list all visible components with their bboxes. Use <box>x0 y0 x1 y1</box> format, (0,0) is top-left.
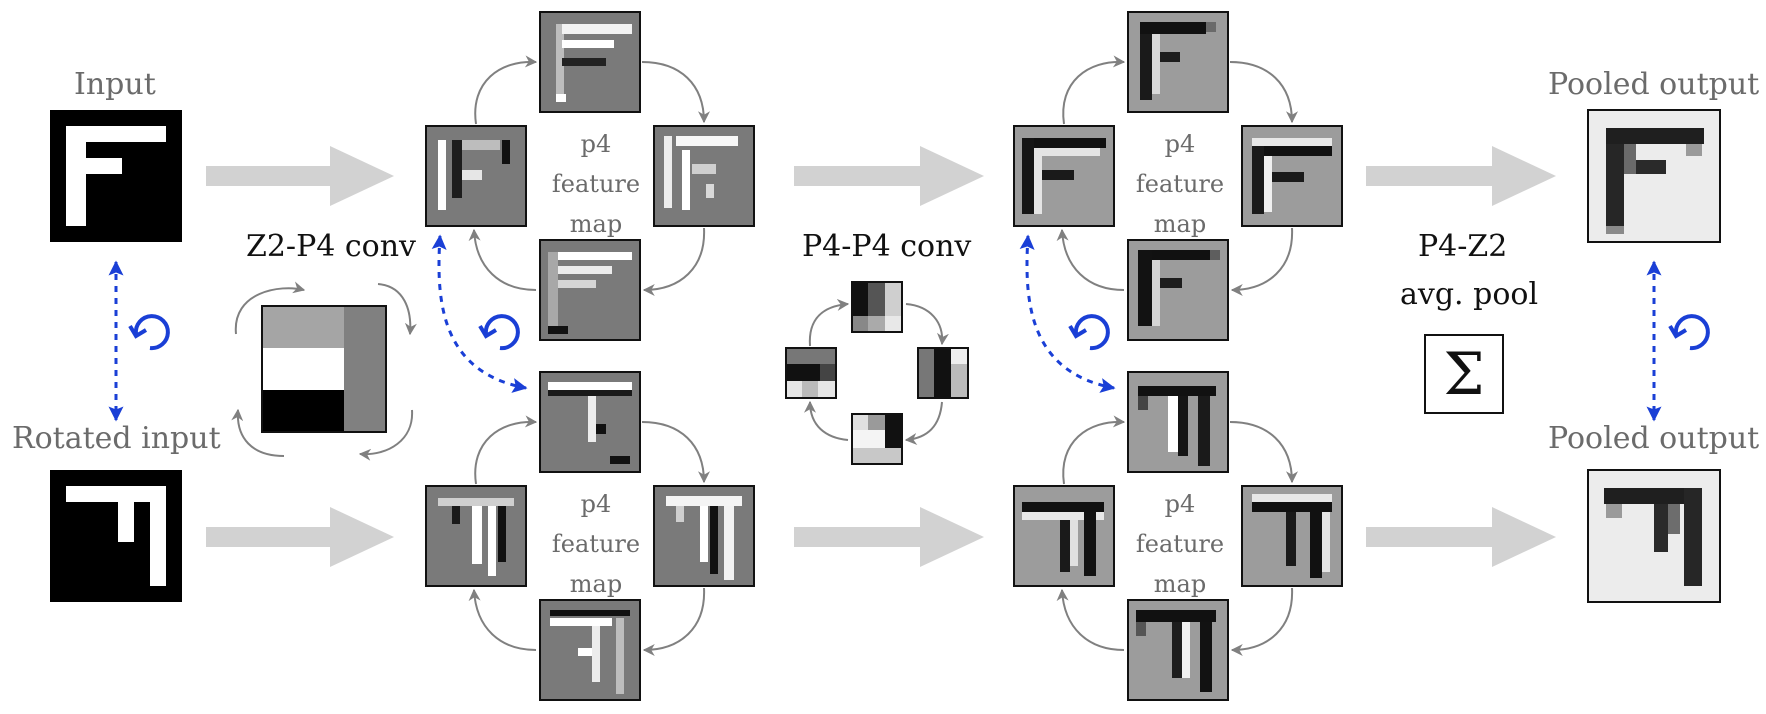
fm4-caption-map: map <box>1153 570 1207 598</box>
fm3-caption-feature: feature <box>1135 170 1225 198</box>
z2-p4-filter <box>261 305 387 433</box>
equivariance-arrow-fm3 <box>1019 234 1116 393</box>
rotated-input-label: Rotated input <box>12 421 221 456</box>
fm4-caption-feature: feature <box>1135 530 1225 558</box>
rotation-icon-3 <box>1068 314 1110 351</box>
feature-map-1 <box>425 11 755 341</box>
feature-map-2 <box>425 371 755 701</box>
pooled-output-bottom-label: Pooled output <box>1548 421 1760 456</box>
fm1-caption-feature: feature <box>551 170 641 198</box>
rotation-icon-4 <box>1668 314 1710 351</box>
sigma-box: Σ <box>1424 334 1504 414</box>
fm4-caption-p4: p4 <box>1164 490 1196 518</box>
rotation-icon-2 <box>478 314 520 351</box>
feature-map-3 <box>1013 11 1343 341</box>
z2-p4-conv-label: Z2-P4 conv <box>246 229 417 264</box>
fm3-caption-p4: p4 <box>1164 130 1196 158</box>
fm2-caption-feature: feature <box>551 530 641 558</box>
fm2-caption-map: map <box>569 570 623 598</box>
p4-p4-conv-label: P4-P4 conv <box>802 229 972 264</box>
pooled-output-top-label: Pooled output <box>1548 67 1760 102</box>
p4-p4-filters <box>785 281 969 465</box>
rotation-icon-1 <box>128 314 170 351</box>
rotated-input-image <box>50 470 182 602</box>
fm1-caption-map: map <box>569 210 623 238</box>
pooled-output-bottom-image <box>1587 469 1721 603</box>
fm3-caption-map: map <box>1153 210 1207 238</box>
equivariance-arrow-fm1 <box>431 234 528 393</box>
z2-p4-cycle <box>231 281 417 461</box>
feature-map-4 <box>1013 371 1343 701</box>
avg-pool-label: avg. pool <box>1400 277 1539 312</box>
pooled-output-top-image <box>1587 109 1721 243</box>
p4-z2-label: P4-Z2 <box>1418 229 1508 264</box>
input-label: Input <box>74 67 156 102</box>
fm1-caption-p4: p4 <box>580 130 612 158</box>
fm2-caption-p4: p4 <box>580 490 612 518</box>
forward-arrows <box>206 146 1556 567</box>
input-image <box>50 110 182 242</box>
